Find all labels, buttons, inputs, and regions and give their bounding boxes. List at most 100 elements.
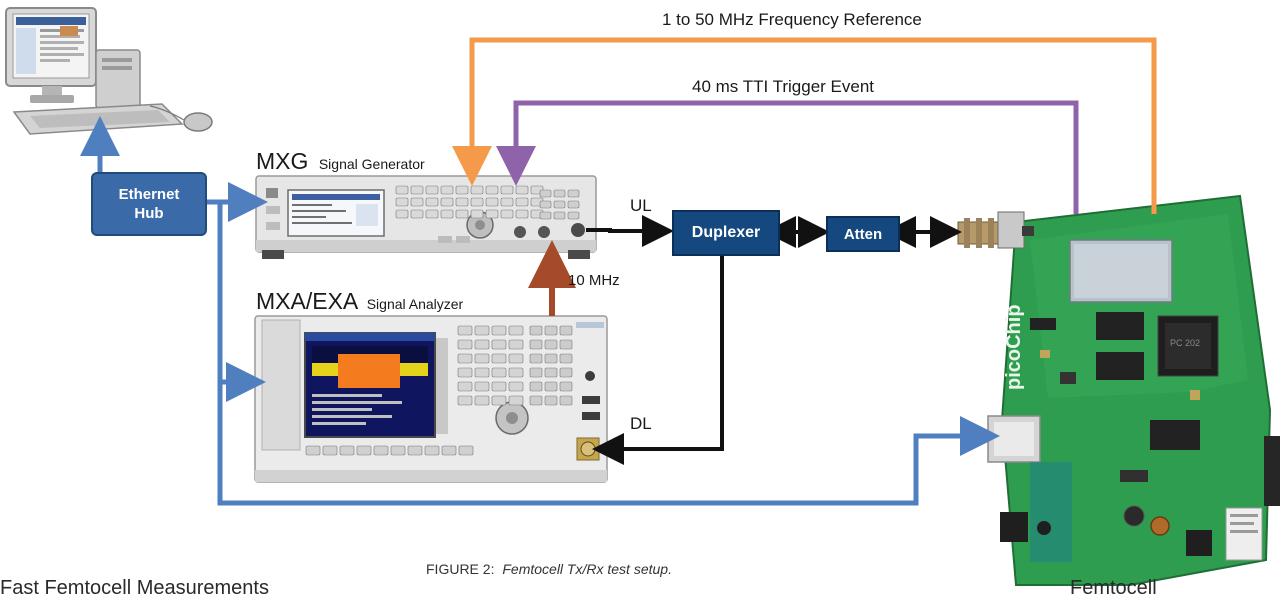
mxg-key (485, 197, 499, 207)
mxa-name: MXA/EXA (256, 288, 359, 314)
mxg-key (500, 197, 514, 207)
caption-text: Femtocell Tx/Rx test setup. (502, 561, 672, 577)
mxg-subtitle: Signal Generator (318, 156, 425, 172)
footer-title: Fast Femtocell Measurements (0, 577, 269, 599)
mxa-key (508, 381, 524, 392)
mxa-numeric-key (544, 395, 558, 406)
dl-label: DL (630, 414, 652, 433)
mxg-key (410, 209, 424, 219)
mxa-numeric-key (559, 353, 573, 364)
mxg-key (470, 185, 484, 195)
figure-caption: FIGURE 2: Femtocell Tx/Rx test setup. (426, 561, 672, 577)
mxg-key (485, 185, 499, 195)
mxa-numeric-key (544, 339, 558, 350)
mxg-key (395, 209, 409, 219)
atten-box: Atten (826, 216, 900, 252)
mxa-key (491, 325, 507, 336)
mxg-key (425, 197, 439, 207)
mxa-numeric-key (529, 339, 543, 350)
mxg-numeric-key (567, 189, 580, 198)
trigger-label: 40 ms TTI Trigger Event (692, 77, 875, 96)
mxa-numeric-key (529, 353, 543, 364)
mxg-numeric-key (539, 211, 552, 220)
mxa-numeric-key (559, 367, 573, 378)
mxa-key (508, 395, 524, 406)
mxa-numeric-key (529, 325, 543, 336)
mxg-numeric-key (553, 200, 566, 209)
mxa-softkey (305, 445, 321, 456)
mxa-softkey (322, 445, 338, 456)
mxa-key (491, 395, 507, 406)
mxa-key (457, 353, 473, 364)
duplexer-label: Duplexer (691, 224, 761, 241)
mxg-key (440, 197, 454, 207)
femtocell-label: Femtocell (1070, 577, 1157, 599)
ul-label: UL (630, 196, 652, 215)
board-brand-text: picoChip (1003, 304, 1025, 390)
mxa-key (474, 367, 490, 378)
ethernet-hub-to-femtocell-line (217, 382, 1000, 506)
mxa-numeric-key (529, 395, 543, 406)
mxa-key (491, 339, 507, 350)
freq-ref-label: 1 to 50 MHz Frequency Reference (662, 10, 922, 29)
ten-mhz-label: 10 MHz (568, 272, 620, 289)
mxa-key (457, 381, 473, 392)
mxa-key (491, 381, 507, 392)
ethernet-hub-label-line1: Ethernet (118, 186, 180, 203)
mxa-numeric-key (544, 325, 558, 336)
mxa-title: MXA/EXA Signal Analyzer (256, 288, 463, 315)
mxa-key (508, 325, 524, 336)
mxa-key (474, 395, 490, 406)
mxg-key (410, 197, 424, 207)
mxg-key (455, 185, 469, 195)
mxa-key (457, 367, 473, 378)
mxa-numeric-key (529, 367, 543, 378)
mxg-numeric-key (567, 200, 580, 209)
mxg-key (500, 185, 514, 195)
mxa-keypad (305, 325, 573, 456)
mxg-key (500, 209, 514, 219)
mxa-softkey (356, 445, 372, 456)
mxa-numeric-key (559, 395, 573, 406)
mxg-key (440, 209, 454, 219)
mxa-numeric-key (559, 381, 573, 392)
mxa-key (457, 325, 473, 336)
mxa-softkey (373, 445, 389, 456)
mxg-key (425, 209, 439, 219)
mxa-numeric-key (559, 325, 573, 336)
mxg-key (515, 185, 529, 195)
mxa-numeric-key (544, 367, 558, 378)
board-chip-text: PC 202 (1170, 338, 1200, 348)
atten-label: Atten (843, 225, 883, 243)
mxa-numeric-key (544, 381, 558, 392)
mxa-softkey (424, 445, 440, 456)
mxg-key (440, 185, 454, 195)
mxg-key (425, 185, 439, 195)
mxg-key (410, 185, 424, 195)
dl-rf-line (592, 254, 724, 465)
mxa-softkey (458, 445, 474, 456)
mxg-numeric-key (539, 189, 552, 198)
mxa-key (474, 325, 490, 336)
mxg-name: MXG (256, 148, 309, 174)
mxa-numeric-key (544, 353, 558, 364)
trigger-line (496, 100, 1079, 214)
freq-ref-line (452, 37, 1157, 214)
ethernet-hub-box: Ethernet Hub (91, 172, 207, 236)
mxg-key (515, 209, 529, 219)
mxa-key (508, 339, 524, 350)
mxg-key (470, 209, 484, 219)
mxa-numeric-key (529, 381, 543, 392)
mxg-title: MXG Signal Generator (256, 148, 425, 175)
mxa-key (508, 353, 524, 364)
mxa-key (491, 353, 507, 364)
mxg-key (470, 197, 484, 207)
mxg-key (485, 209, 499, 219)
mxg-keypad (395, 185, 580, 220)
mxa-softkey (441, 445, 457, 456)
mxg-key (455, 209, 469, 219)
mxg-numeric-key (553, 189, 566, 198)
ethernet-hub-to-mxa-line (204, 199, 266, 402)
